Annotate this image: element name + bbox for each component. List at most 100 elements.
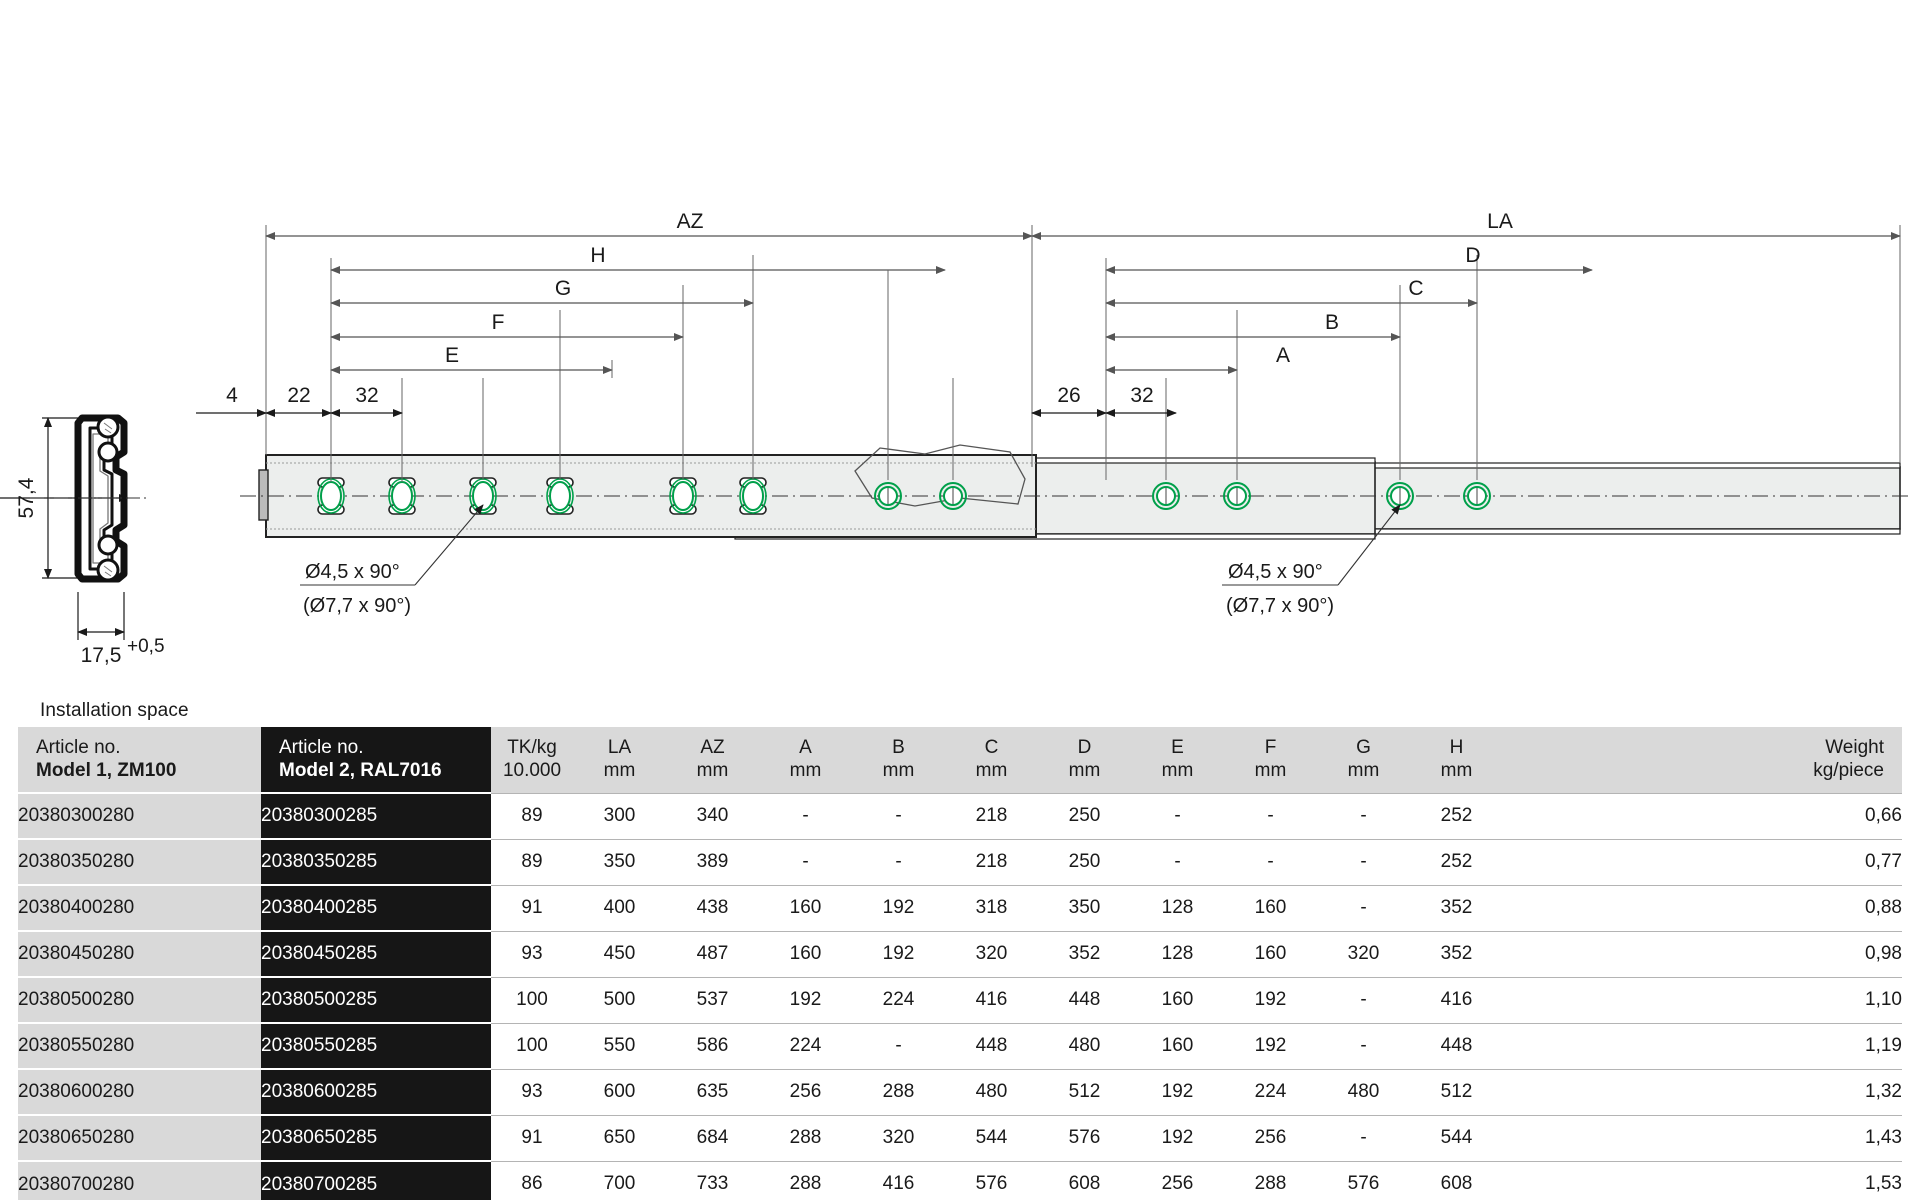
mounting-hole xyxy=(1152,482,1180,510)
cell-g: - xyxy=(1317,838,1410,885)
header-c-bot: mm xyxy=(975,760,1008,782)
cell-h: 608 xyxy=(1410,1160,1503,1200)
cell-c: 320 xyxy=(945,930,1038,977)
cell-g: 576 xyxy=(1317,1160,1410,1200)
technical-drawing: 57,4 xyxy=(0,210,1908,667)
cell-d: 250 xyxy=(1038,792,1131,839)
cell-e: 160 xyxy=(1131,976,1224,1023)
cell-az: 635 xyxy=(666,1068,759,1115)
cell-b: 192 xyxy=(852,930,945,977)
cell-h: 416 xyxy=(1410,976,1503,1023)
header-a-top: A xyxy=(799,737,812,759)
mounting-hole xyxy=(1463,482,1491,510)
cell-f: 192 xyxy=(1224,976,1317,1023)
cell-b: - xyxy=(852,838,945,885)
cell-article-no-model1[interactable]: 20380400280 xyxy=(18,884,261,931)
cell-d: 512 xyxy=(1038,1068,1131,1115)
cell-f: 192 xyxy=(1224,1022,1317,1069)
table-header: Article no. Model 1, ZM100 Article no. M… xyxy=(18,727,1902,793)
dimension-label-f: F xyxy=(492,311,505,334)
cell-article-no-model2[interactable]: 20380400285 xyxy=(261,884,491,931)
cell-weight: 1,10 xyxy=(1653,976,1902,1023)
cell-weight: 0,98 xyxy=(1653,930,1902,977)
cell-article-no-model1[interactable]: 20380350280 xyxy=(18,838,261,885)
right-rail-holes xyxy=(854,444,1491,510)
cell-g: 480 xyxy=(1317,1068,1410,1115)
cell-tk: 100 xyxy=(491,1022,573,1069)
cell-b: - xyxy=(852,1022,945,1069)
cell-h: 352 xyxy=(1410,930,1503,977)
cell-c: 480 xyxy=(945,1068,1038,1115)
cell-d: 448 xyxy=(1038,976,1131,1023)
cell-article-no-model1[interactable]: 20380550280 xyxy=(18,1022,261,1069)
right-hole-note: Ø4,5 x 90° (Ø7,7 x 90°) xyxy=(1222,504,1401,617)
cell-spacer xyxy=(1503,1022,1653,1069)
dimension-label-22: 22 xyxy=(287,384,310,407)
table-header-row: Article no. Model 1, ZM100 Article no. M… xyxy=(18,727,1902,793)
cell-b: 320 xyxy=(852,1114,945,1161)
left-hole-note: Ø4,5 x 90° (Ø7,7 x 90°) xyxy=(300,504,484,617)
cross-section-width-label: 17,5 xyxy=(81,644,122,667)
dimension-label-32-right: 32 xyxy=(1130,384,1153,407)
right-hole-note-line1: Ø4,5 x 90° xyxy=(1228,561,1323,583)
cell-article-no-model2[interactable]: 20380350285 xyxy=(261,838,491,885)
dimension-label-h: H xyxy=(590,244,605,267)
cell-d: 480 xyxy=(1038,1022,1131,1069)
cell-c: 544 xyxy=(945,1114,1038,1161)
cell-e: 192 xyxy=(1131,1114,1224,1161)
cell-f: 256 xyxy=(1224,1114,1317,1161)
installation-space-caption: Installation space xyxy=(40,700,189,721)
header-b: B mm xyxy=(852,727,945,793)
cell-az: 340 xyxy=(666,792,759,839)
cell-g: - xyxy=(1317,884,1410,931)
cell-article-no-model1[interactable]: 20380600280 xyxy=(18,1068,261,1115)
cell-h: 544 xyxy=(1410,1114,1503,1161)
cell-article-no-model2[interactable]: 20380550285 xyxy=(261,1022,491,1069)
cell-la: 450 xyxy=(573,930,666,977)
cell-tk: 93 xyxy=(491,1068,573,1115)
cell-a: - xyxy=(759,792,852,839)
cell-article-no-model2[interactable]: 20380500285 xyxy=(261,976,491,1023)
cell-weight: 0,66 xyxy=(1653,792,1902,839)
dimension-label-c: C xyxy=(1408,277,1423,300)
header-h: H mm xyxy=(1410,727,1503,793)
cross-section-view: 57,4 xyxy=(0,414,165,667)
cell-spacer xyxy=(1503,976,1653,1023)
cell-d: 350 xyxy=(1038,884,1131,931)
cell-tk: 89 xyxy=(491,792,573,839)
header-f-top: F xyxy=(1264,737,1277,759)
cell-spacer xyxy=(1503,930,1653,977)
cell-article-no-model2[interactable]: 20380450285 xyxy=(261,930,491,977)
cell-article-no-model2[interactable]: 20380700285 xyxy=(261,1160,491,1200)
cell-b: 288 xyxy=(852,1068,945,1115)
cell-tk: 93 xyxy=(491,930,573,977)
cell-a: 288 xyxy=(759,1160,852,1200)
cell-e: 128 xyxy=(1131,884,1224,931)
header-tk: TK/kg 10.000 xyxy=(491,727,573,793)
cell-article-no-model1[interactable]: 20380450280 xyxy=(18,930,261,977)
cell-a: 224 xyxy=(759,1022,852,1069)
cell-article-no-model1[interactable]: 20380700280 xyxy=(18,1160,261,1200)
header-weight-bot: kg/piece xyxy=(1813,760,1884,782)
cell-article-no-model1[interactable]: 20380500280 xyxy=(18,976,261,1023)
cell-e: - xyxy=(1131,792,1224,839)
cell-article-no-model2[interactable]: 20380650285 xyxy=(261,1114,491,1161)
cell-g: - xyxy=(1317,1022,1410,1069)
cell-a: 288 xyxy=(759,1114,852,1161)
header-la-top: LA xyxy=(607,737,632,759)
cell-f: 288 xyxy=(1224,1160,1317,1200)
cross-section-width-dimension: 17,5 +0,5 xyxy=(77,592,165,667)
cell-weight: 1,53 xyxy=(1653,1160,1902,1200)
cell-f: 224 xyxy=(1224,1068,1317,1115)
cell-article-no-model2[interactable]: 20380300285 xyxy=(261,792,491,839)
cell-article-no-model1[interactable]: 20380300280 xyxy=(18,792,261,839)
cell-article-no-model1[interactable]: 20380650280 xyxy=(18,1114,261,1161)
cell-article-no-model2[interactable]: 20380600285 xyxy=(261,1068,491,1115)
mounting-hole xyxy=(317,477,345,515)
cell-d: 352 xyxy=(1038,930,1131,977)
